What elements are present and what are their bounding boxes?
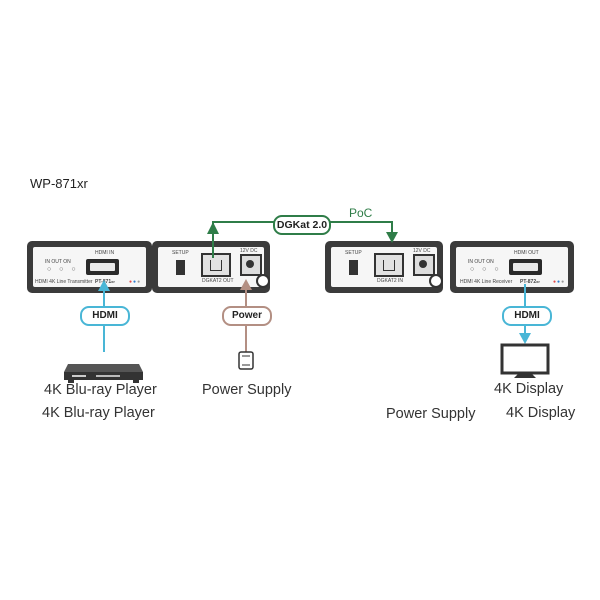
- transmitter-hdmi-in-label: HDMI IN: [95, 250, 115, 256]
- receiver-name-label: HDMI 4K Line Receiver: [460, 279, 513, 285]
- rx-dgkat-in-port[interactable]: [374, 253, 404, 277]
- transmitter-color-dots: ●●●: [129, 279, 142, 285]
- receiver-device: HDMI OUT IN OUT ON ○ ○ ○ HDMI 4K Line Re…: [450, 241, 574, 293]
- rx-ground-screw: [429, 274, 443, 288]
- rx-setup-switch[interactable]: [349, 260, 358, 275]
- receiver-status-leds: ○ ○ ○: [470, 266, 502, 273]
- hdmi-left-arrow-icon: [98, 280, 110, 291]
- power-label-pill: Power: [222, 306, 272, 326]
- display-caption-2: 4K Display: [506, 405, 576, 421]
- tx-power-unit: SETUP DGKAT2 OUT 12V DC: [152, 241, 270, 293]
- power-supply-plug-icon: [238, 351, 254, 370]
- receiver-model: PT-872xr: [520, 279, 540, 285]
- receiver-model-suffix: xr: [536, 279, 540, 284]
- tx-setup-switch[interactable]: [176, 260, 185, 275]
- bluray-caption-1: 4K Blu-ray Player: [44, 382, 157, 398]
- tx-dc-jack[interactable]: [240, 254, 262, 276]
- receiver-panel: HDMI OUT IN OUT ON ○ ○ ○ HDMI 4K Line Re…: [456, 247, 568, 287]
- receiver-hdmi-out-port[interactable]: [509, 259, 542, 275]
- tx-dgkat-out-port[interactable]: [201, 253, 231, 277]
- rx-dc-label: 12V DC: [413, 248, 431, 254]
- power-supply-caption-1: Power Supply: [202, 382, 292, 398]
- tx-ground-screw: [256, 274, 270, 288]
- rx-dgkat-in-label: DGKAT2 IN: [377, 278, 404, 284]
- transmitter-in-out-on-label: IN OUT ON: [45, 259, 71, 265]
- hdmi-right-label-pill: HDMI: [502, 306, 552, 326]
- rx-dc-jack[interactable]: [413, 254, 435, 276]
- transmitter-status-leds: ○ ○ ○: [47, 266, 79, 273]
- hdmi-left-label-pill: HDMI: [80, 306, 130, 326]
- power-supply-caption-2: Power Supply: [386, 406, 476, 422]
- rx-power-unit: SETUP DGKAT2 IN 12V DC: [325, 241, 443, 293]
- receiver-in-out-on-label: IN OUT ON: [468, 259, 494, 265]
- tx-setup-label: SETUP: [172, 250, 189, 256]
- bluray-caption-2: 4K Blu-ray Player: [42, 405, 155, 421]
- rx-power-unit-panel: SETUP DGKAT2 IN 12V DC: [331, 247, 443, 288]
- transmitter-hdmi-in-port[interactable]: [86, 259, 119, 275]
- receiver-model-text: PT-872: [520, 279, 537, 285]
- rx-setup-label: SETUP: [345, 250, 362, 256]
- tx-dc-label: 12V DC: [240, 248, 258, 254]
- poc-label: PoC: [349, 206, 373, 220]
- bluray-player-icon: [64, 364, 143, 383]
- dgkat-arrow-left-icon: [207, 222, 219, 234]
- tx-power-unit-panel: SETUP DGKAT2 OUT 12V DC: [158, 247, 270, 288]
- transmitter-name-label: HDMI 4K Line Transmitter: [35, 279, 93, 285]
- dgkat-label-pill: DGKat 2.0: [273, 215, 331, 235]
- hdmi-right-arrow-icon: [519, 333, 531, 344]
- transmitter-model-suffix: xr: [111, 279, 115, 284]
- display-icon: [500, 343, 550, 378]
- power-arrow-icon: [240, 279, 252, 290]
- dgkat-arrow-right-icon: [386, 232, 398, 243]
- receiver-color-dots: ●●●: [553, 279, 566, 285]
- receiver-hdmi-out-label: HDMI OUT: [514, 250, 539, 256]
- diagram-title: WP-871xr: [30, 176, 88, 191]
- display-caption-1: 4K Display: [494, 381, 564, 397]
- tx-dgkat-out-label: DGKAT2 OUT: [202, 278, 234, 284]
